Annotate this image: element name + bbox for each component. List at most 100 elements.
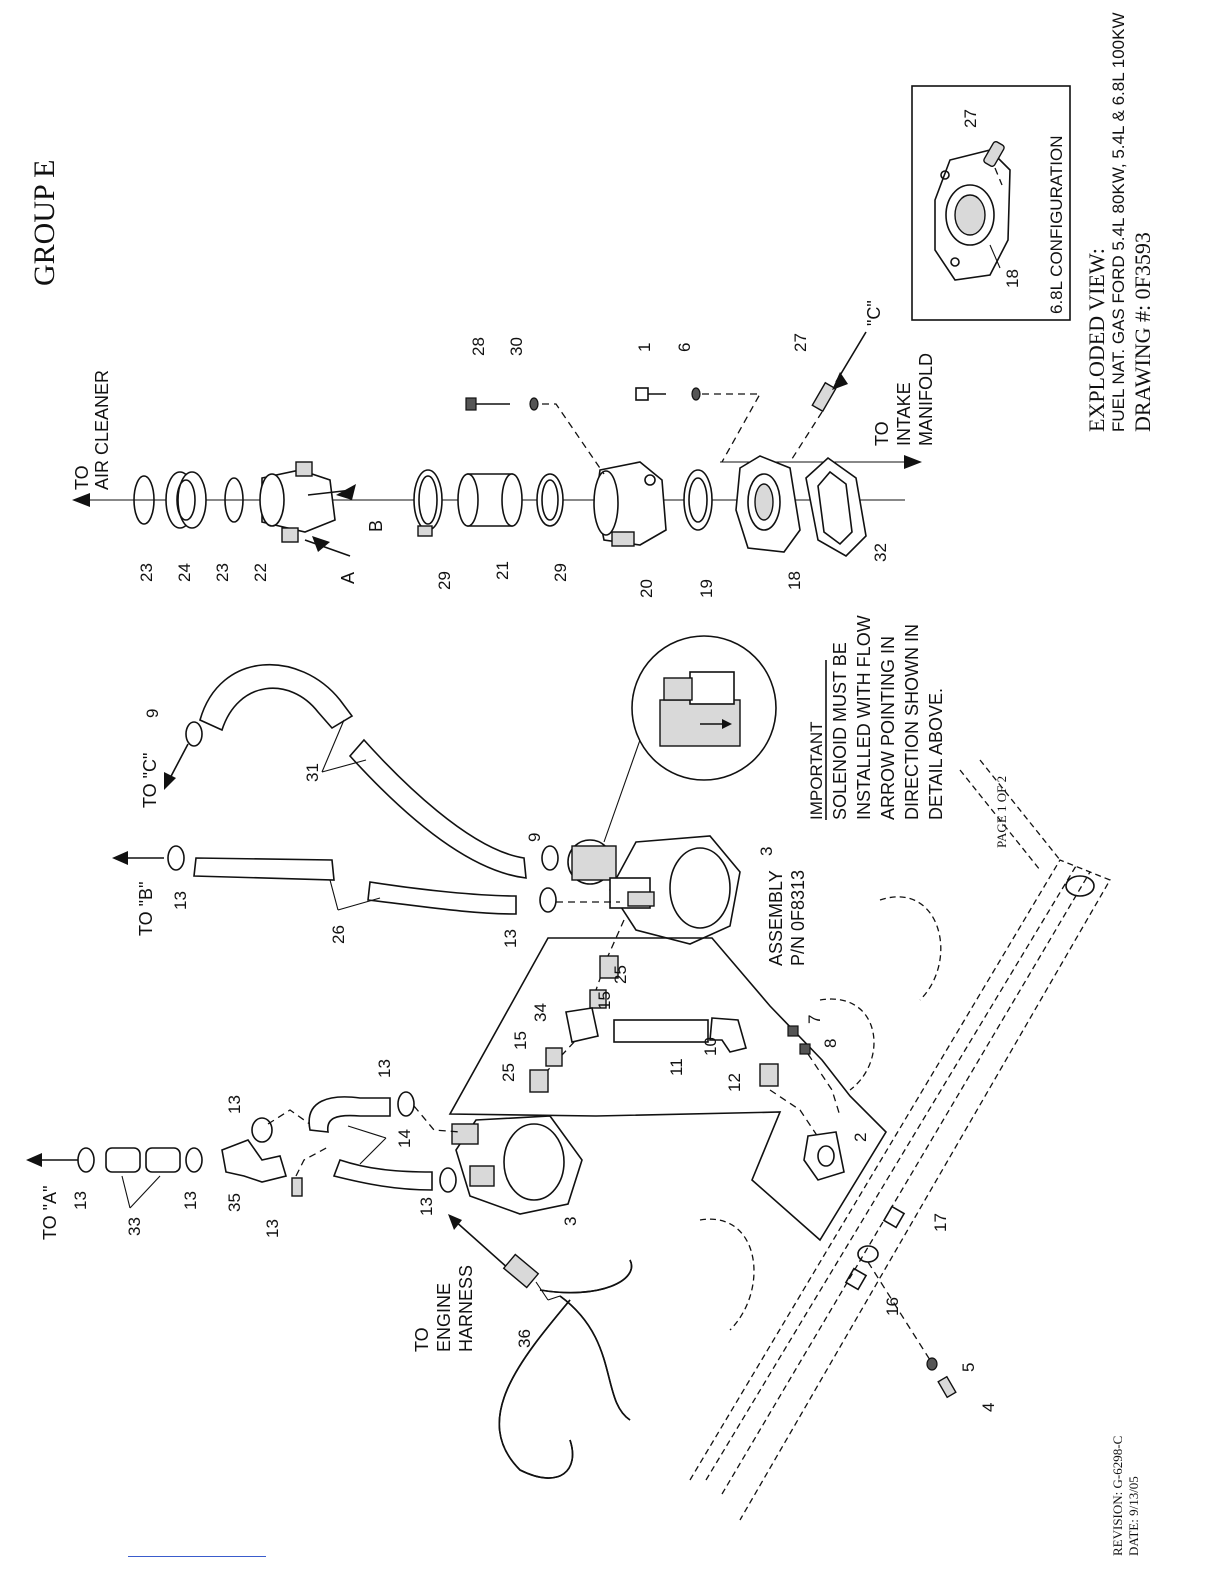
callout-28: 28 xyxy=(469,337,488,356)
inset-callout-27: 27 xyxy=(961,109,980,128)
to-engine-label-3: HARNESS xyxy=(456,1265,476,1352)
date-label: DATE: 9/13/05 xyxy=(1126,1476,1141,1556)
callout-21: 21 xyxy=(493,561,512,580)
ring-24-inner xyxy=(176,479,196,521)
hose-14-leader xyxy=(347,1125,387,1139)
hose-26-leader xyxy=(337,897,381,911)
gasket-19-inner xyxy=(688,477,708,523)
callout-15: 15 xyxy=(595,991,614,1010)
fitting-27-leader xyxy=(789,411,823,463)
pipe-train: 25 15 34 15 25 11 10 12 7 8 2 xyxy=(499,919,870,1181)
bolt-4 xyxy=(937,1375,957,1399)
to-air-cleaner-label-2: AIR CLEANER xyxy=(92,370,112,490)
clamp-13-b xyxy=(185,1147,203,1173)
callout-1: 1 xyxy=(635,343,654,352)
inset-frame xyxy=(911,85,1071,321)
view-subtitle: FUEL NAT. GAS FORD 5.4L 80KW, 5.4L & 6.8… xyxy=(1109,12,1128,432)
callout-10: 10 xyxy=(701,1037,720,1056)
clamp-29-bottom-inner xyxy=(541,479,559,521)
bolt-leader xyxy=(807,1053,841,1117)
frame-crossmember xyxy=(879,896,942,1001)
callout-13: 13 xyxy=(417,1197,436,1216)
bushing-15-bottom xyxy=(545,1047,563,1067)
inset-hole xyxy=(940,170,950,180)
callout-23: 23 xyxy=(213,563,232,582)
frame-hole xyxy=(1065,875,1095,897)
callout-13: 13 xyxy=(171,891,190,910)
harness-wire xyxy=(559,1295,631,1421)
nipple-12 xyxy=(759,1063,779,1087)
inset-leader xyxy=(994,167,1003,186)
fitting-35 xyxy=(221,1139,288,1183)
washer-30 xyxy=(529,397,539,411)
callout-29: 29 xyxy=(435,571,454,590)
to-engine-label-1: TO xyxy=(412,1327,432,1352)
important-title: IMPORTANT xyxy=(807,721,826,820)
mark-c: "C" xyxy=(864,300,884,326)
revision-label: REVISION: G-6298-C xyxy=(1110,1436,1125,1556)
callout-27: 27 xyxy=(791,333,810,352)
frame-crossmember xyxy=(699,1218,755,1331)
important-line-1: SOLENOID MUST BE xyxy=(830,642,850,820)
harness-leader xyxy=(535,1281,549,1301)
callout-12: 12 xyxy=(725,1073,744,1092)
important-line-4: DIRECTION SHOWN IN xyxy=(902,624,922,820)
nipple-12-leader xyxy=(769,1089,821,1141)
callout-30: 30 xyxy=(507,337,526,356)
arrow-to-intake xyxy=(904,455,922,469)
harness-wire-core xyxy=(498,1299,574,1479)
callout-33: 33 xyxy=(125,1217,144,1236)
to-b-label: TO "B" xyxy=(136,882,156,936)
to-engine-label-2: ENGINE xyxy=(434,1283,454,1352)
clamp-13-mid xyxy=(539,887,557,913)
hose-26-leader xyxy=(329,879,339,911)
group-label: GROUP E xyxy=(28,160,61,286)
arrow-to-engine-line xyxy=(453,1219,511,1271)
clamp-13-d xyxy=(291,1177,303,1197)
bracket-2 xyxy=(803,1131,845,1181)
callout-23: 23 xyxy=(137,563,156,582)
inset-adapter-inner xyxy=(954,194,986,236)
hose-33-leader xyxy=(129,1175,161,1209)
tee-34 xyxy=(565,1007,599,1043)
callout-8: 8 xyxy=(821,1039,840,1048)
callout-35: 35 xyxy=(225,1193,244,1212)
mark-b: B xyxy=(366,520,386,532)
screw-1-leader xyxy=(702,393,762,463)
callout-24: 24 xyxy=(175,563,194,582)
engine-harness: TO ENGINE HARNESS 36 xyxy=(412,1214,633,1479)
regulator-3-lower-inlet xyxy=(451,1123,479,1145)
hose-33-b xyxy=(145,1147,181,1173)
hose-31-lower xyxy=(348,738,527,879)
assembly-label-2: P/N 0F8313 xyxy=(788,870,808,966)
detail-fitting xyxy=(663,677,693,701)
adapter-18-inner xyxy=(754,483,774,521)
tube-21-end-b xyxy=(501,473,523,527)
bracket-2-hole xyxy=(817,1145,835,1167)
callout-9: 9 xyxy=(143,709,162,718)
important-line-5: DETAIL ABOVE. xyxy=(926,688,946,820)
nipple-25-bottom xyxy=(529,1069,549,1093)
callout-13: 13 xyxy=(181,1191,200,1210)
inset-title: 6.8L CONFIGURATION xyxy=(1047,135,1066,314)
callout-36: 36 xyxy=(515,1329,534,1348)
o-ring-23-top xyxy=(133,475,155,525)
bolt-28 xyxy=(465,397,477,411)
hose-14-upper xyxy=(308,1096,391,1133)
callout-13: 13 xyxy=(225,1095,244,1114)
ring-24-back xyxy=(177,471,207,529)
assembly-outline xyxy=(448,937,888,1242)
inset-configuration: 6.8L CONFIGURATION 27 18 xyxy=(911,85,1071,321)
clamp-13-e xyxy=(397,1091,415,1117)
washer-8 xyxy=(799,1043,811,1055)
callout-14: 14 xyxy=(395,1129,414,1148)
callout-34: 34 xyxy=(531,1003,550,1022)
page-number: PAGE 1 OF 2 xyxy=(994,776,1009,848)
arrow-to-a-head xyxy=(26,1153,42,1167)
callout-11: 11 xyxy=(667,1058,686,1076)
bushing-15-top xyxy=(589,989,607,1009)
hose-33-a xyxy=(105,1147,141,1173)
view-title: EXPLODED VIEW: xyxy=(1084,248,1109,432)
hose-31-leader xyxy=(321,719,345,773)
detail-leader xyxy=(603,739,641,843)
